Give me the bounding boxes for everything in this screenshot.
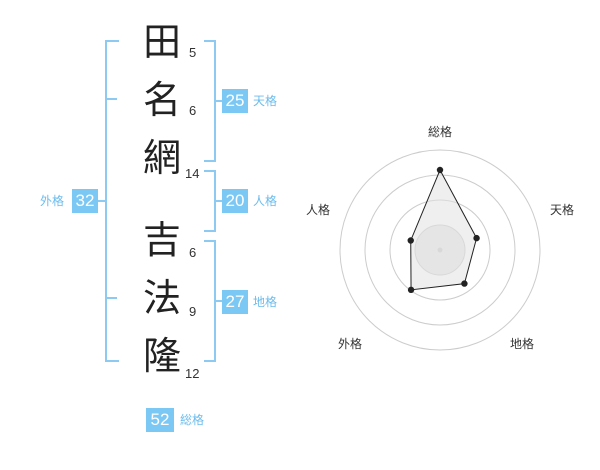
name-char-3: 網 xyxy=(142,136,181,180)
jinkaku-label: 人格 xyxy=(253,194,278,208)
stroke-count-4: 6 xyxy=(189,245,197,260)
stroke-count-5: 9 xyxy=(189,304,197,319)
radar-chart xyxy=(339,149,541,351)
chikaku-score: 27 xyxy=(222,290,248,314)
name-char-1: 田 xyxy=(142,20,181,64)
jinkaku-connector xyxy=(214,200,222,202)
jinkaku-score: 20 xyxy=(222,189,248,213)
name-char-6: 隆 xyxy=(142,334,181,378)
chikaku-connector xyxy=(214,300,222,302)
radar-points xyxy=(407,166,480,294)
gaikaku-bracket xyxy=(105,40,119,362)
radar-axis-label-soukaku: 総格 xyxy=(428,125,453,139)
radar-axis-label-tenkaku: 天格 xyxy=(550,203,575,217)
stroke-count-1: 5 xyxy=(189,45,197,60)
radar-axis-label-gaikaku: 外格 xyxy=(338,337,363,351)
tenkaku-connector xyxy=(214,100,222,102)
gaikaku-score: 32 xyxy=(72,189,98,213)
tenkaku-score: 25 xyxy=(222,89,248,113)
radar-grid-ring xyxy=(339,149,541,351)
chikaku-label: 地格 xyxy=(253,295,278,309)
name-char-4: 吉 xyxy=(142,218,181,262)
radar-axis-label-jinkaku: 人格 xyxy=(306,203,331,217)
radar-point-0 xyxy=(436,166,444,174)
name-char-2: 名 xyxy=(142,78,181,122)
stroke-count-6: 12 xyxy=(185,366,200,381)
soukaku-score: 52 xyxy=(146,408,174,432)
stroke-count-2: 6 xyxy=(189,103,197,118)
gaikaku-connector xyxy=(98,200,106,202)
soukaku-label: 総格 xyxy=(180,413,205,427)
radar-point-4 xyxy=(407,237,414,244)
gaikaku-label: 外格 xyxy=(40,194,65,208)
gaikaku-bracket-tick-bottom xyxy=(105,297,117,299)
radar-polygon xyxy=(410,168,478,291)
radar-point-1 xyxy=(473,234,480,242)
radar-point-3 xyxy=(407,286,415,294)
gaikaku-bracket-tick-top xyxy=(105,98,117,100)
radar-point-2 xyxy=(461,280,468,287)
tenkaku-label: 天格 xyxy=(253,94,278,108)
name-char-5: 法 xyxy=(142,276,181,320)
radar-axis-label-chikaku: 地格 xyxy=(510,337,535,351)
stroke-count-3: 14 xyxy=(185,166,200,181)
